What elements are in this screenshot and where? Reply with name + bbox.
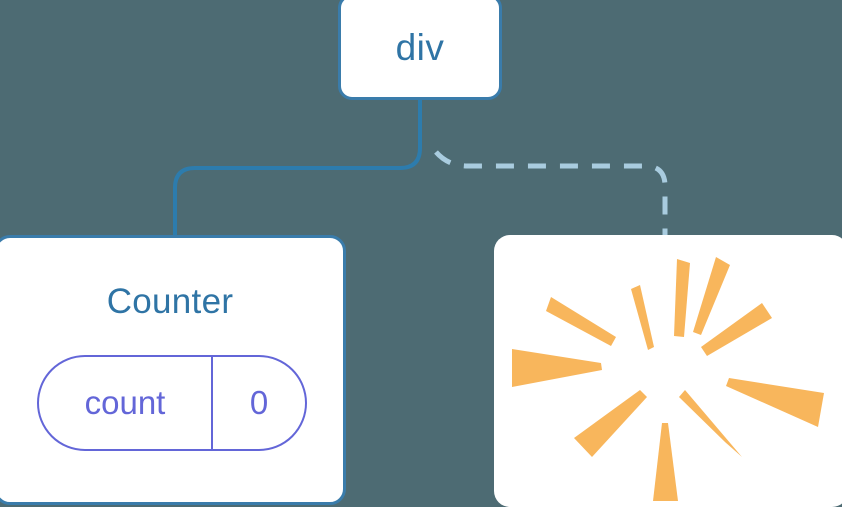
node-div[interactable]: div (338, 0, 502, 100)
node-burst[interactable] (494, 235, 842, 507)
edge-root-burst (434, 150, 668, 240)
state-pill[interactable]: count 0 (37, 355, 307, 451)
burst-ray (693, 257, 730, 335)
edge-root-counter (173, 100, 422, 240)
burst-ray (653, 423, 678, 501)
sparkle-burst-icon (512, 257, 824, 501)
burst-ray (546, 297, 616, 346)
burst-ray (679, 390, 742, 457)
burst-ray (631, 285, 654, 350)
node-counter-title: Counter (106, 282, 234, 321)
state-pill-key: count (39, 357, 213, 449)
node-counter[interactable]: Counter count 0 (0, 235, 346, 505)
burst-ray (574, 390, 647, 457)
burst-ray (512, 349, 602, 387)
state-pill-value: 0 (249, 384, 269, 421)
burst-ray (726, 378, 824, 427)
node-div-label: div (395, 26, 445, 68)
burst-ray (674, 259, 690, 337)
burst-ray (701, 303, 772, 356)
